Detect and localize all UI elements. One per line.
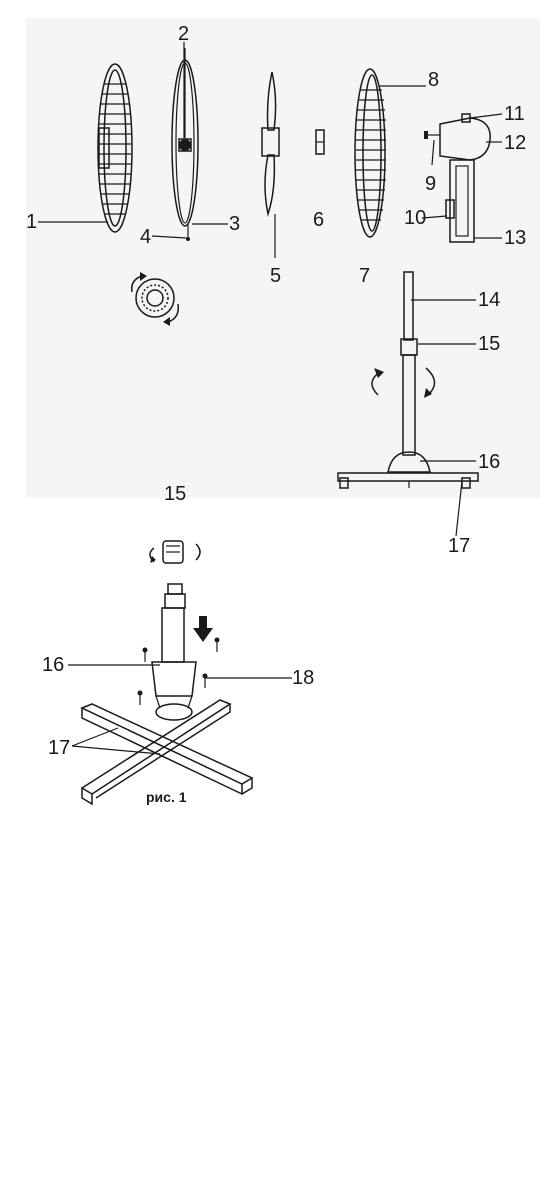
rotation-ring-detail [132, 272, 179, 326]
label-10: 10 [404, 207, 426, 229]
label-11: 11 [504, 103, 525, 125]
label-16: 16 [478, 451, 500, 473]
rear-grille [98, 64, 132, 232]
blade-disc [172, 48, 198, 241]
label-15: 15 [478, 333, 500, 355]
base-assembly [82, 541, 252, 804]
label-1: 1 [26, 211, 37, 233]
label-17-base: 17 [48, 737, 70, 759]
screw [186, 237, 190, 241]
label-15-base: 15 [164, 483, 186, 505]
label-16-base: 16 [42, 654, 64, 676]
front-grille [355, 69, 386, 237]
label-3: 3 [229, 213, 240, 235]
label-13: 13 [504, 227, 526, 249]
shaft-sleeve [316, 130, 324, 154]
screws [138, 638, 220, 706]
leader-lines [38, 42, 502, 754]
label-6: 6 [313, 209, 324, 231]
label-8: 8 [428, 69, 439, 91]
label-5: 5 [270, 265, 281, 287]
label-7: 7 [359, 265, 370, 287]
label-12: 12 [504, 132, 526, 154]
label-9: 9 [425, 173, 436, 195]
part-labels: 1 2 3 4 5 6 7 8 9 10 11 12 13 14 15 16 1… [26, 23, 526, 805]
label-4: 4 [140, 226, 151, 248]
fan-blade [262, 72, 279, 258]
label-18: 18 [292, 667, 314, 689]
figure-caption: рис. 1 [146, 789, 187, 805]
spinner-knob [179, 139, 191, 151]
label-14: 14 [478, 289, 500, 311]
label-2: 2 [178, 23, 189, 45]
stand-assembly [338, 272, 478, 488]
label-17: 17 [448, 535, 470, 557]
